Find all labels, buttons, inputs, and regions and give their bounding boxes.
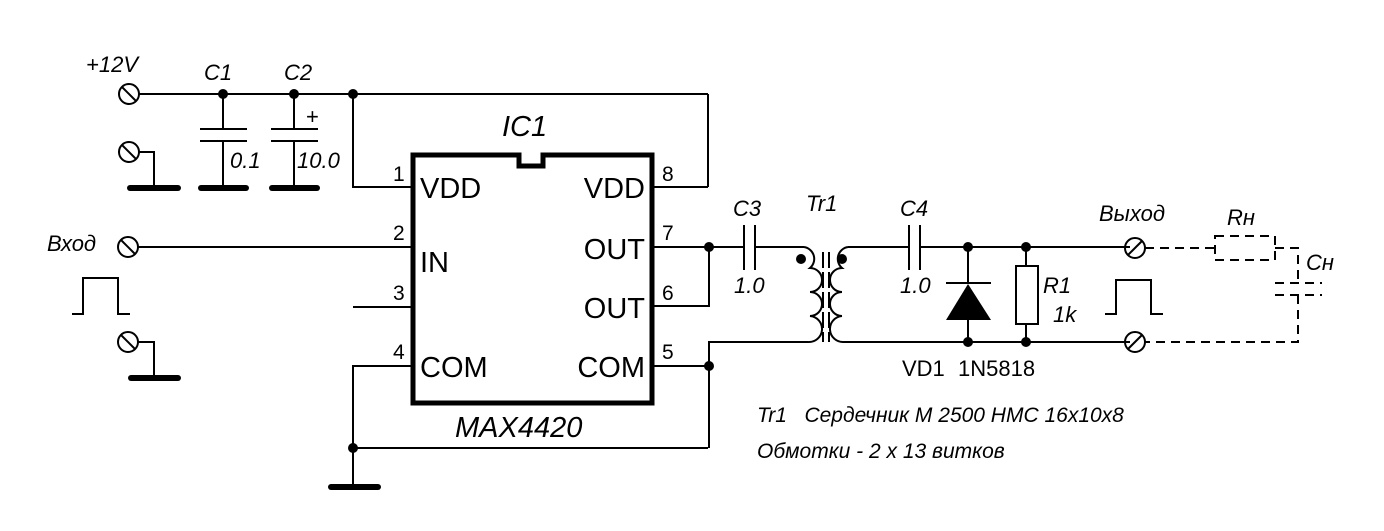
pin-name-1: VDD <box>420 173 481 205</box>
rn-ref: Rн <box>1227 205 1255 230</box>
pin-number-2: 2 <box>393 222 405 245</box>
transformer-tr1 <box>796 246 849 344</box>
pin-number-1: 1 <box>393 163 405 186</box>
pin-number-4: 4 <box>393 341 405 364</box>
r1-value: 1k <box>1053 302 1077 327</box>
c1-value: 0.1 <box>230 148 261 173</box>
load-resistor-rn <box>1214 235 1276 261</box>
c2-ref: C2 <box>284 60 312 85</box>
diode-vd1 <box>946 242 991 347</box>
power-terminal <box>118 83 140 105</box>
power-label: +12V <box>86 52 140 77</box>
load-wire-right <box>1275 247 1299 283</box>
pin-name-7: OUT <box>584 234 646 266</box>
input-ground-terminal <box>117 331 181 381</box>
pin-name-4: COM <box>420 352 488 384</box>
pin-name-2: IN <box>420 247 449 279</box>
output-pulse-icon <box>1105 279 1163 315</box>
vdd-pin1-wire <box>352 94 413 188</box>
c2-value: 10.0 <box>297 148 341 173</box>
tr1-ref: Tr1 <box>806 191 837 216</box>
c3-ref: C3 <box>733 196 762 221</box>
pin-name-6: OUT <box>584 293 646 325</box>
output-label: Выход <box>1099 201 1165 226</box>
c1-ref: C1 <box>204 60 232 85</box>
pin-number-6: 6 <box>662 282 674 305</box>
capacitor-c3 <box>743 225 804 270</box>
pin4-ground-wire <box>352 365 413 487</box>
c2-polarity-mark: + <box>306 104 319 129</box>
c4-value: 1.0 <box>900 273 931 298</box>
load-wire-bottom <box>1145 295 1299 343</box>
ic-body <box>410 152 655 406</box>
pin-number-7: 7 <box>662 222 674 245</box>
c3-value: 1.0 <box>734 273 765 298</box>
pin-number-8: 8 <box>662 163 674 186</box>
pin5-transformer-wire <box>708 341 808 448</box>
power-ground-terminal <box>118 141 181 191</box>
note-core: Tr1 Сердечник М 2500 НМС 16x10x8 <box>757 404 1124 427</box>
input-terminal <box>117 236 139 258</box>
pin-name-8: VDD <box>584 173 645 205</box>
note-windings: Обмотки - 2 х 13 витков <box>757 440 1005 463</box>
resistor-r1 <box>1015 242 1039 347</box>
capacitor-c2 <box>269 89 320 191</box>
junction-dot <box>348 89 358 99</box>
junction-dot <box>704 361 714 371</box>
capacitor-c1 <box>198 89 249 191</box>
junction-dot <box>704 242 714 252</box>
ic-ref: IC1 <box>502 111 547 143</box>
pin-number-5: 5 <box>662 341 674 364</box>
pin6-lead <box>652 247 710 307</box>
input-label: Вход <box>47 231 96 256</box>
ic-part: MAX4420 <box>455 412 582 444</box>
vd1-ref: VD1 <box>902 356 945 381</box>
junction-dot <box>348 443 358 453</box>
pin-name-5: COM <box>577 352 645 384</box>
capacitor-c4 <box>908 225 1130 270</box>
vd1-part: 1N5818 <box>958 356 1035 381</box>
r1-ref: R1 <box>1043 273 1071 298</box>
pin-number-3: 3 <box>393 282 405 305</box>
c4-ref: C4 <box>900 196 928 221</box>
cn-ref: Cн <box>1306 250 1334 275</box>
input-pulse-icon <box>72 277 130 315</box>
